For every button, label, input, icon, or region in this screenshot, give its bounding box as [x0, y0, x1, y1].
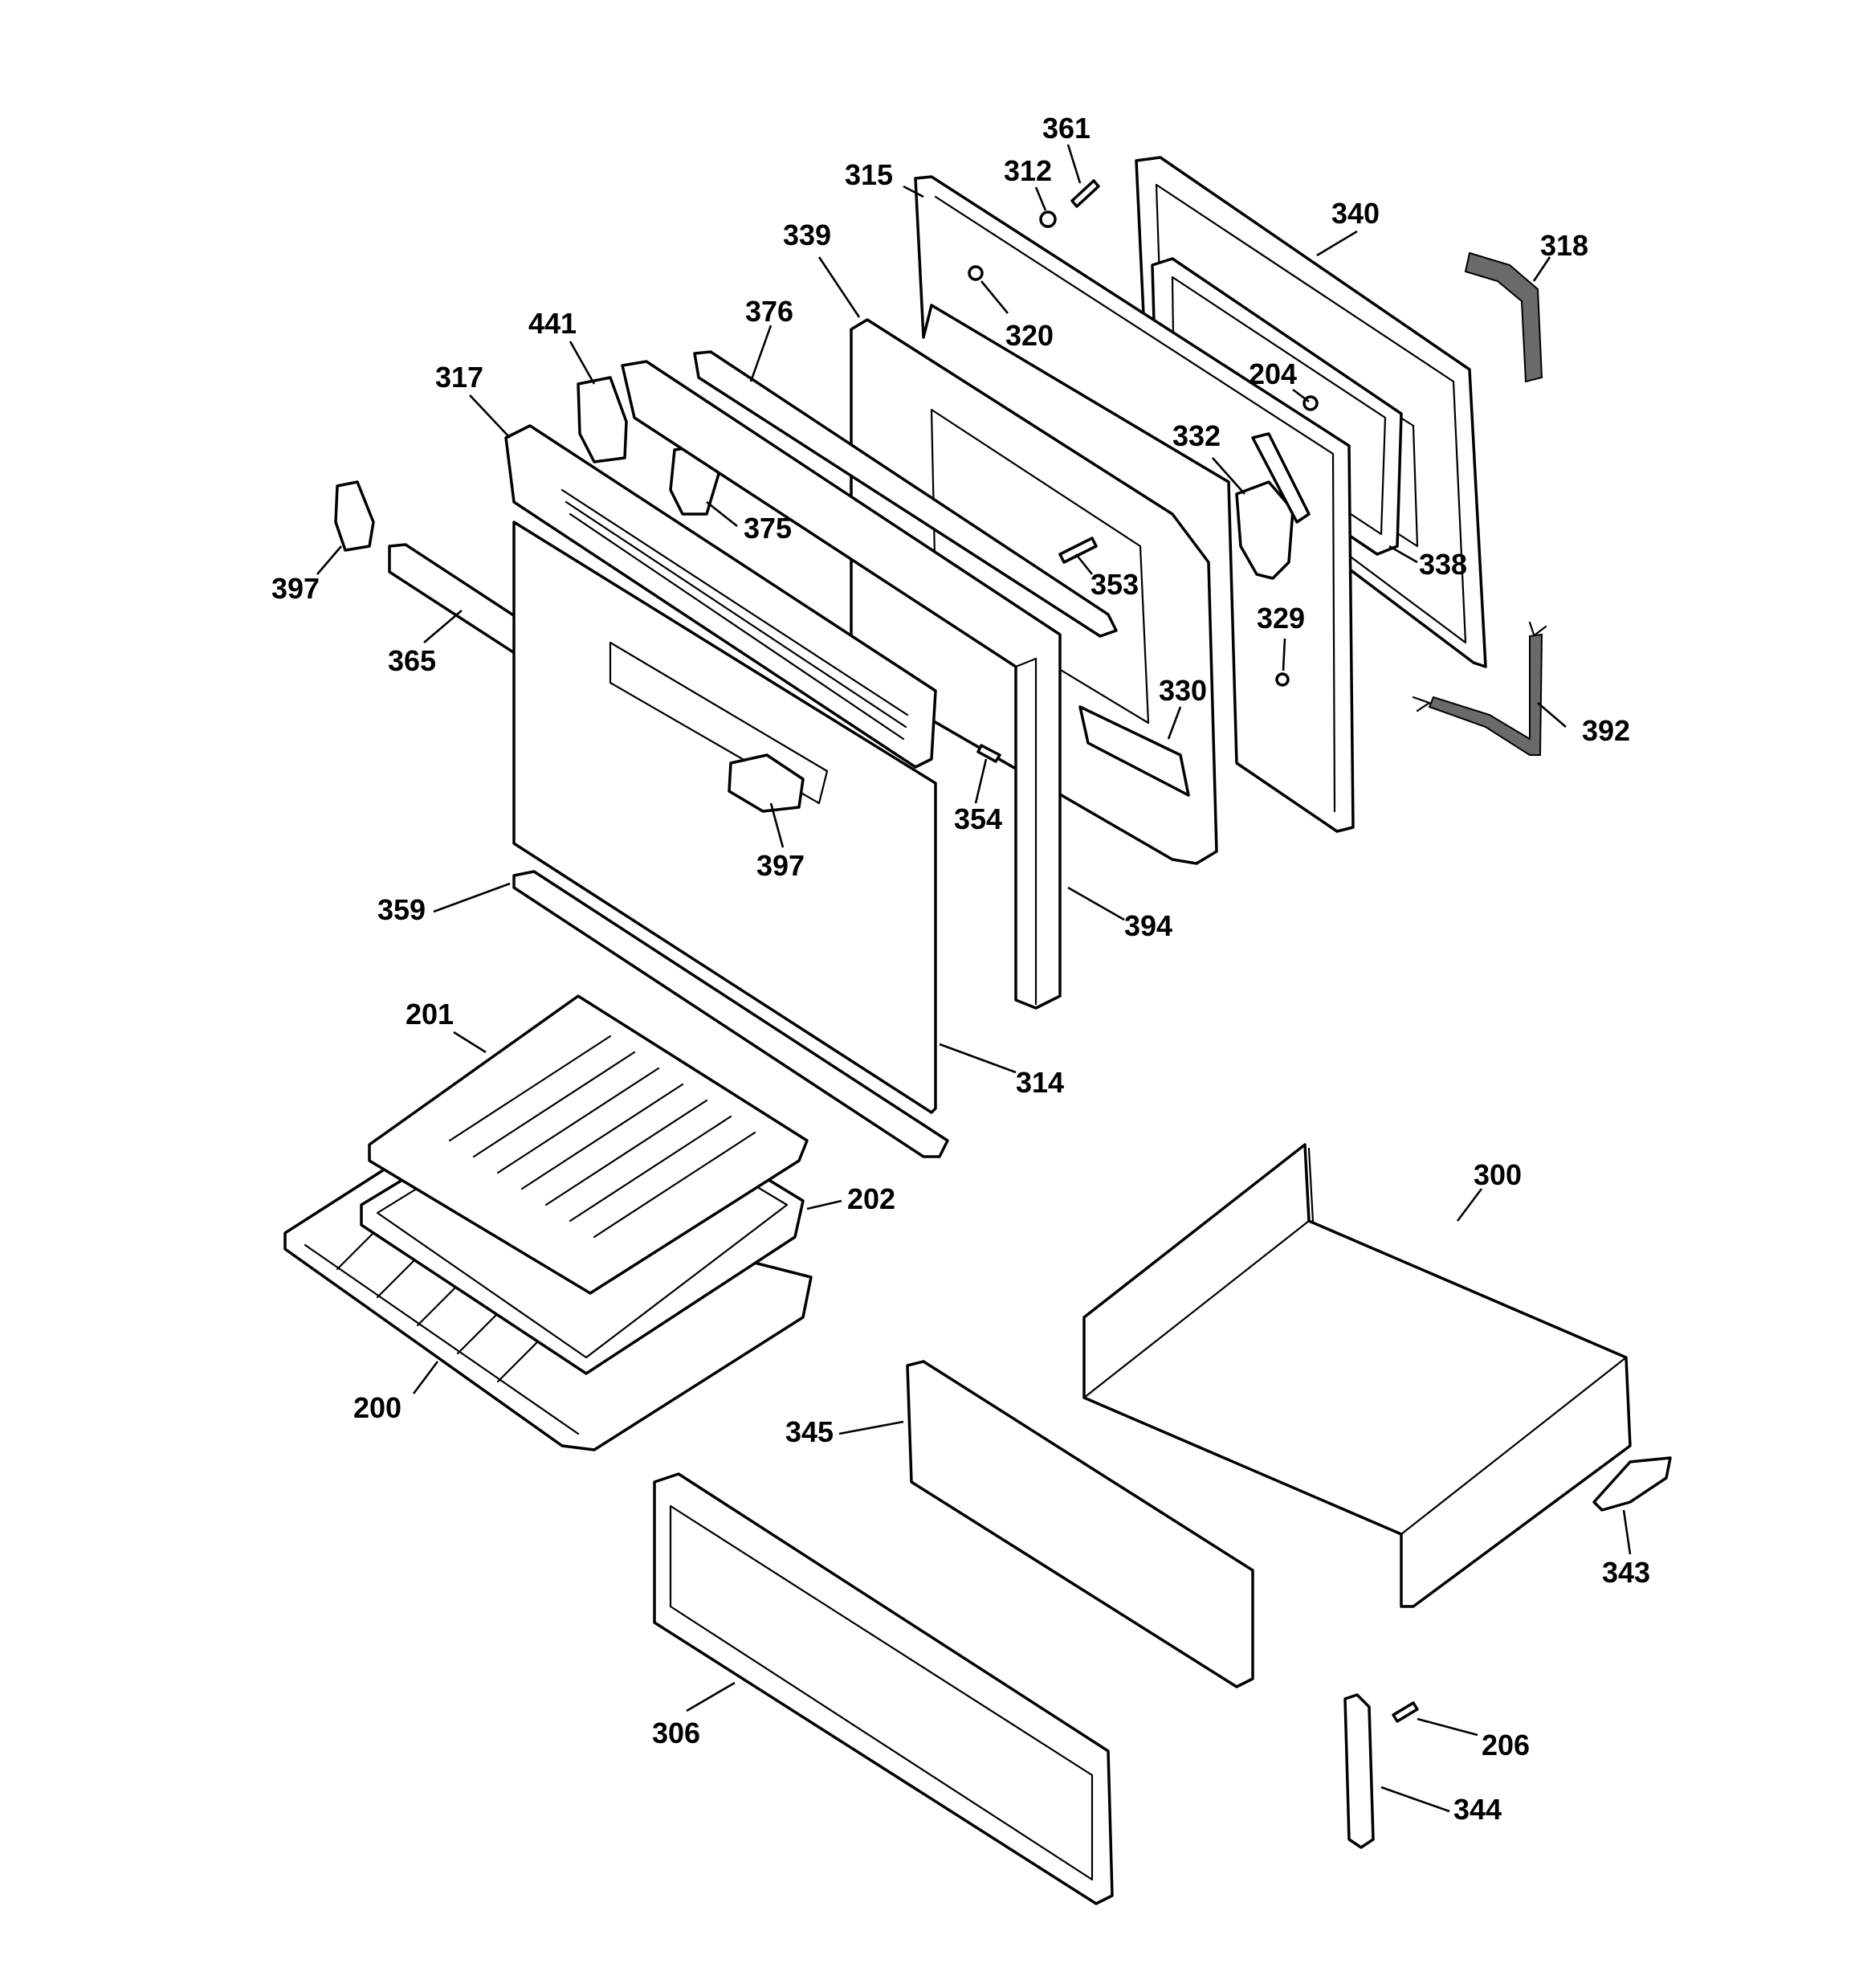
callout-376: 376	[745, 295, 793, 328]
callout-394: 394	[1124, 909, 1172, 942]
callout-340: 340	[1331, 197, 1380, 230]
leader-300	[1456, 1188, 1483, 1222]
leader-340	[1316, 230, 1358, 257]
part-353-screw	[1058, 537, 1098, 564]
part-320-pin	[968, 265, 984, 281]
callout-315: 315	[845, 158, 893, 191]
part-332-hinge-bracket	[1235, 432, 1311, 580]
callout-306: 306	[652, 1717, 700, 1749]
part-315-door-liner-frame	[914, 175, 1355, 833]
leader-394	[1067, 886, 1125, 921]
callout-345: 345	[785, 1415, 834, 1448]
part-312-nut	[1039, 210, 1057, 228]
leader-354	[974, 758, 988, 804]
part-397-handle-end-cap	[728, 753, 805, 813]
callout-361: 361	[1042, 112, 1090, 145]
leader-202	[806, 1199, 842, 1210]
leader-353	[1074, 553, 1094, 575]
part-300-drawer-body	[1082, 1143, 1632, 1608]
callout-labels: 200 201 202 204 206 300 306 312 314 315 …	[271, 112, 1650, 1826]
callout-353: 353	[1090, 568, 1139, 601]
callout-441: 441	[528, 307, 577, 340]
leader-lines	[316, 144, 1632, 1813]
leader-345	[838, 1420, 904, 1435]
callout-344: 344	[1453, 1793, 1502, 1826]
leader-392	[1537, 702, 1567, 728]
leader-201	[453, 1031, 487, 1054]
part-394-door-frame	[621, 360, 1062, 1010]
callout-300: 300	[1474, 1158, 1522, 1191]
callout-397-handle: 397	[756, 849, 805, 882]
callout-397-left: 397	[271, 572, 320, 605]
part-354-screw	[976, 744, 1001, 763]
part-329-screw	[1275, 672, 1290, 687]
part-206-screw	[1392, 1701, 1419, 1723]
callout-204: 204	[1249, 357, 1297, 390]
leader-329	[1282, 638, 1286, 672]
part-359-bottom-trim	[512, 870, 949, 1158]
leader-397a	[316, 545, 342, 575]
leader-204	[1292, 388, 1310, 403]
callout-392: 392	[1582, 714, 1630, 747]
part-345-drawer-panel	[906, 1360, 1254, 1688]
leader-339	[817, 256, 861, 318]
callout-200: 200	[353, 1391, 402, 1424]
part-330-insulation-strip	[1078, 705, 1190, 797]
leader-361	[1066, 144, 1082, 184]
part-306-drawer-front	[653, 1472, 1114, 1905]
callout-343: 343	[1602, 1556, 1650, 1589]
leader-359	[433, 882, 511, 913]
part-441-hinge	[577, 376, 628, 463]
callout-359: 359	[377, 893, 426, 926]
callout-365: 365	[388, 644, 436, 677]
leader-200	[412, 1361, 439, 1394]
leader-315	[903, 185, 924, 198]
callout-314: 314	[1016, 1066, 1064, 1099]
leader-306	[686, 1681, 736, 1712]
leader-397b	[769, 802, 785, 848]
leader-312	[1034, 186, 1047, 211]
part-344-drawer-bracket	[1343, 1693, 1375, 1849]
leader-343	[1622, 1509, 1632, 1555]
leader-318	[1532, 256, 1551, 282]
callout-201: 201	[406, 998, 454, 1031]
callout-206: 206	[1482, 1729, 1530, 1761]
part-376-top-trim	[693, 350, 1118, 638]
callout-320: 320	[1005, 319, 1054, 352]
callout-317: 317	[435, 361, 483, 394]
callout-339: 339	[783, 218, 831, 251]
callout-312: 312	[1004, 154, 1052, 187]
part-361-screw	[1070, 179, 1100, 208]
leader-344	[1380, 1786, 1450, 1813]
callout-354: 354	[954, 802, 1002, 835]
part-314-outer-door-panel	[512, 520, 937, 1114]
leader-441	[569, 341, 596, 385]
part-343-drawer-clip	[1592, 1456, 1672, 1512]
callout-318: 318	[1540, 229, 1588, 262]
leader-320	[980, 280, 1009, 314]
part-317-vent-trim	[504, 424, 937, 769]
leader-206	[1417, 1717, 1478, 1737]
callout-375: 375	[744, 512, 792, 545]
leader-365	[423, 610, 463, 643]
leader-332	[1212, 457, 1245, 495]
callout-332: 332	[1172, 419, 1221, 452]
leader-375	[706, 500, 738, 528]
leader-317	[469, 394, 511, 439]
leader-314	[939, 1043, 1017, 1074]
part-392-wire-harness	[1412, 621, 1547, 756]
callout-329: 329	[1257, 602, 1305, 635]
callout-202: 202	[847, 1182, 895, 1215]
part-397-end-cap-left	[334, 480, 375, 552]
callout-330: 330	[1159, 674, 1207, 707]
part-318-door-gasket	[1464, 251, 1543, 383]
part-201-broiler-pan-grid	[368, 994, 809, 1295]
leader-330	[1167, 706, 1182, 740]
leader-376	[749, 325, 773, 382]
callout-338: 338	[1419, 548, 1467, 581]
leader-338	[1388, 545, 1418, 564]
